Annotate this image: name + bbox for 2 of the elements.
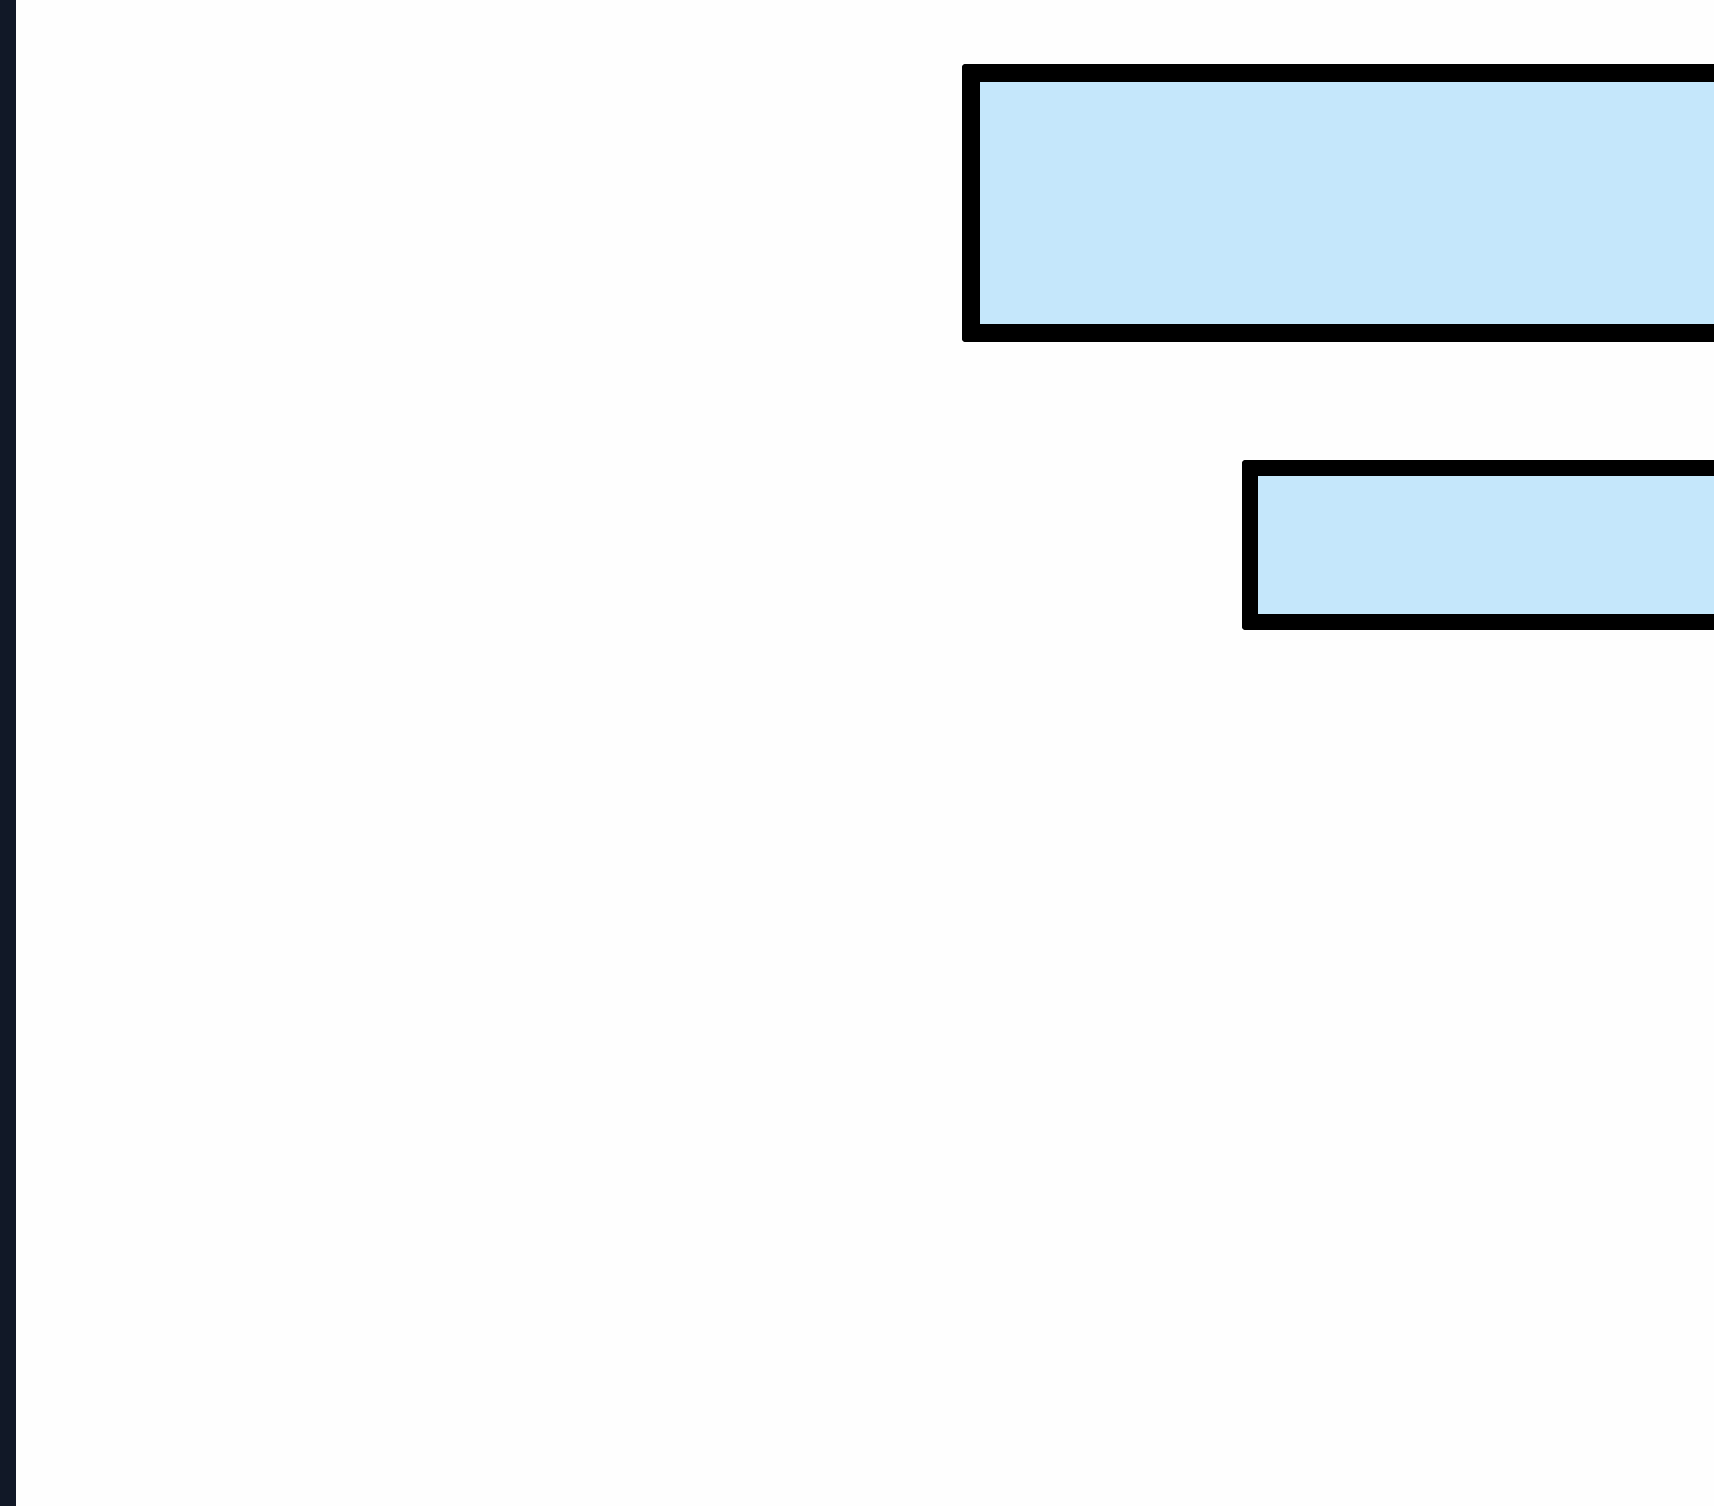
empty-box <box>1242 460 1714 630</box>
empty-box <box>962 64 1714 342</box>
